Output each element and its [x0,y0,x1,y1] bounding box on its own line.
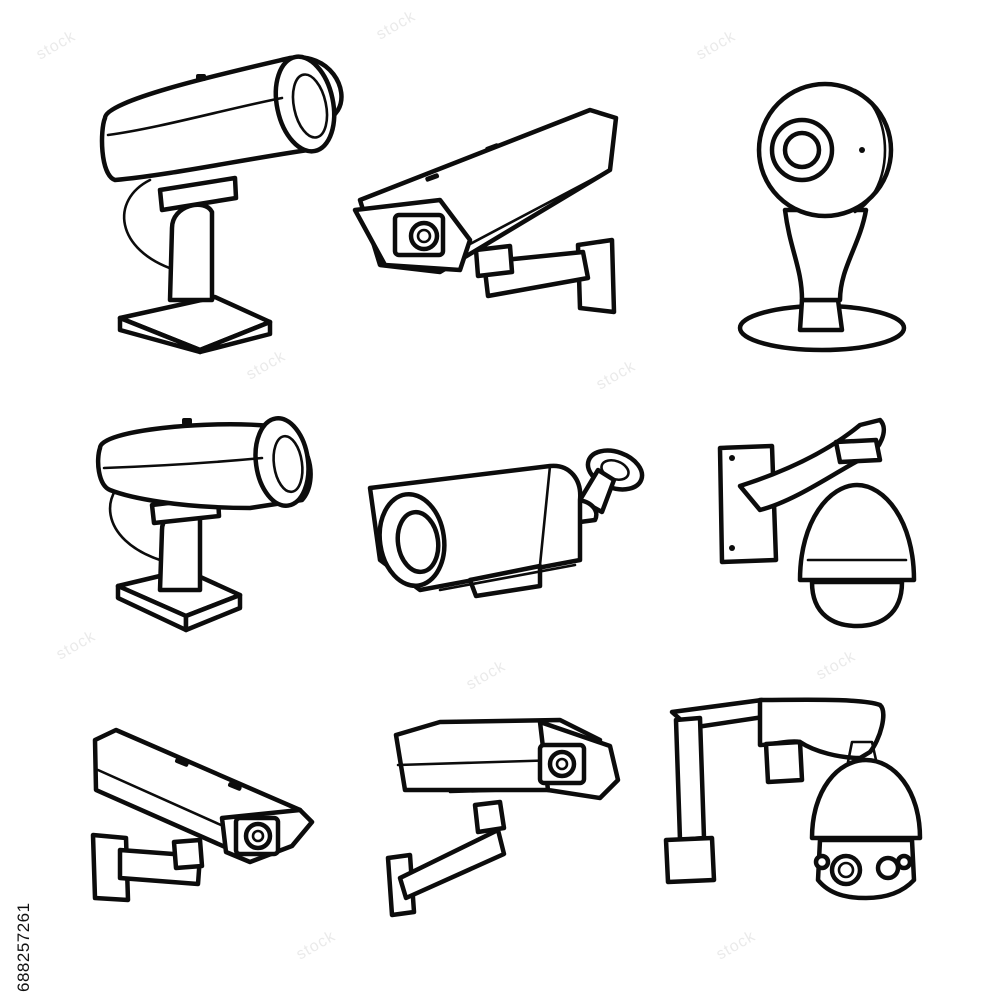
watermark-text: stock [374,8,419,44]
watermark-text: stock [814,648,859,684]
ptz-dome-camera-wall-arm [717,417,917,629]
watermark-text: stock [294,928,339,964]
bullet-camera-desk-stand [99,54,344,355]
bullet-camera-desk-stand-small [95,416,313,633]
watermark-text: stock [714,928,759,964]
box-camera-wall-mount [352,107,619,315]
stock-id-text: 688257261 [14,902,33,992]
watermark-text: stock [694,28,739,64]
round-home-camera-stand [737,81,907,353]
box-camera-wall-mount-left [90,727,315,903]
box-camera-wall-mount-right [385,717,621,918]
watermark-text: stock [54,628,99,664]
stock-id-label: 688257261 [14,762,40,992]
watermark-text: stock [244,348,289,384]
watermark-text: stock [464,658,509,694]
ptz-dome-camera-pendant [663,697,923,901]
watermark-text: stock [34,28,79,64]
watermark-text: stock [594,358,639,394]
bullet-camera-wall-bracket [367,448,645,599]
